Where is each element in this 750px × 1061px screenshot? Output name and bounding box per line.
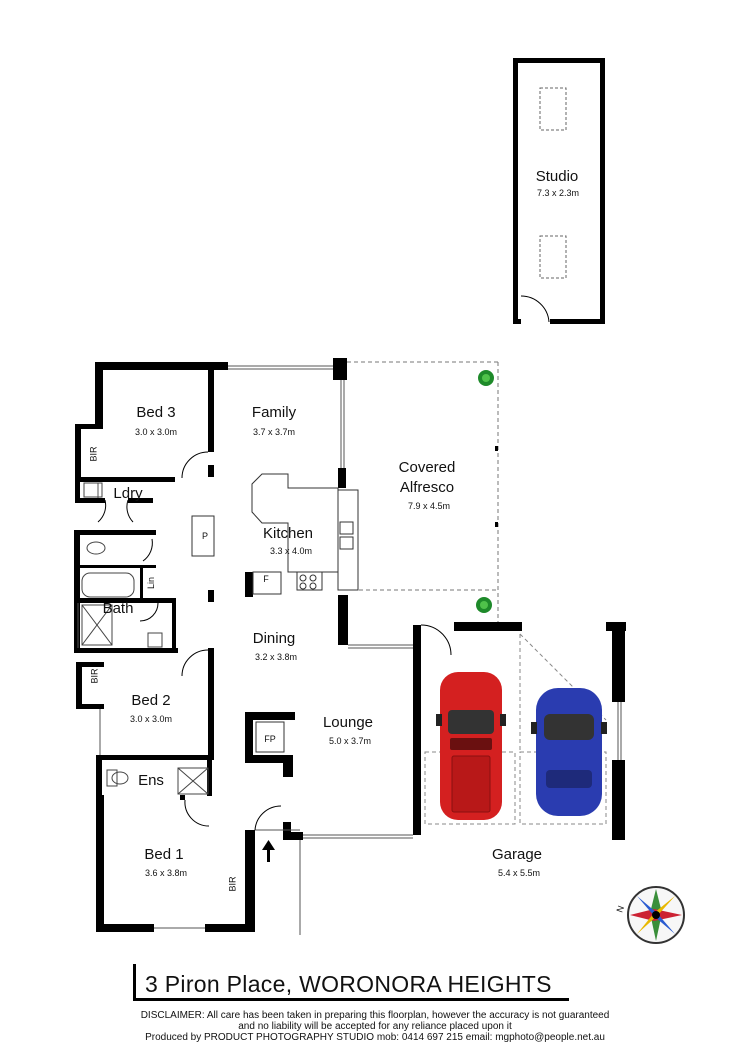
bir-label-bed2: BIR <box>89 668 100 684</box>
bir-label-bed1: BIR <box>227 876 238 892</box>
property-address: 3 Piron Place, WORONORA HEIGHTS <box>145 971 552 997</box>
compass-icon <box>627 886 685 944</box>
alfresco-boundary <box>347 361 499 622</box>
room-dim-bed1: 3.6 x 3.8m <box>144 868 188 878</box>
room-dim-alfresco: 7.9 x 4.5m <box>407 501 451 511</box>
studio-skylights <box>539 87 567 279</box>
room-name-bed3: Bed 3 <box>136 404 176 421</box>
bir-label-bed3: BIR <box>88 446 99 462</box>
room-dim-studio: 7.3 x 2.3m <box>536 188 580 198</box>
room-dim-family: 3.7 x 3.7m <box>252 427 296 437</box>
room-name-dining: Dining <box>252 630 296 647</box>
address-rule-horizontal <box>133 998 569 1001</box>
entry-arrow <box>262 840 275 862</box>
room-name-ldry: Ldry <box>113 485 143 502</box>
room-name-garage: Garage <box>491 846 543 863</box>
room-name-ens: Ens <box>138 772 164 789</box>
door-swings <box>97 451 452 831</box>
room-dim-lounge: 5.0 x 3.7m <box>328 736 372 746</box>
fridge-label: F <box>263 574 269 584</box>
studio-outline <box>513 58 605 324</box>
room-name-alfresco-line1: Covered <box>398 459 456 476</box>
room-dim-kitchen: 3.3 x 4.0m <box>269 546 313 556</box>
room-name-bath: Bath <box>102 600 134 617</box>
alfresco-posts <box>495 446 498 527</box>
room-name-studio: Studio <box>535 168 579 185</box>
room-name-kitchen: Kitchen <box>262 525 314 542</box>
studio-door-swing <box>520 295 550 323</box>
room-name-alfresco-line2: Alfresco <box>399 479 455 496</box>
room-name-bed2: Bed 2 <box>131 692 171 709</box>
windows <box>77 365 622 935</box>
room-name-bed1: Bed 1 <box>144 846 184 863</box>
car-blue-icon <box>531 688 607 816</box>
fireplace-label: FP <box>264 734 276 744</box>
room-dim-bed3: 3.0 x 3.0m <box>134 427 178 437</box>
room-name-family: Family <box>251 404 297 421</box>
pantry-label: P <box>201 531 209 541</box>
address-rule-vertical <box>133 964 136 1001</box>
lin-label: Lin <box>146 576 157 590</box>
plant-icon <box>476 370 494 613</box>
disclaimer-line-1: DISCLAIMER: All care has been taken in p… <box>140 1010 610 1021</box>
room-dim-garage: 5.4 x 5.5m <box>497 868 541 878</box>
bath-fixtures <box>81 482 209 795</box>
kitchen-bench <box>191 473 359 753</box>
room-dim-bed2: 3.0 x 3.0m <box>129 714 173 724</box>
room-name-lounge: Lounge <box>322 714 374 731</box>
room-dim-dining: 3.2 x 3.8m <box>254 652 298 662</box>
disclaimer-line-2: and no liability will be accepted for an… <box>238 1021 512 1032</box>
disclaimer-line-3: Produced by PRODUCT PHOTOGRAPHY STUDIO m… <box>145 1032 605 1043</box>
house-walls <box>74 358 626 932</box>
car-red-icon <box>436 672 506 820</box>
